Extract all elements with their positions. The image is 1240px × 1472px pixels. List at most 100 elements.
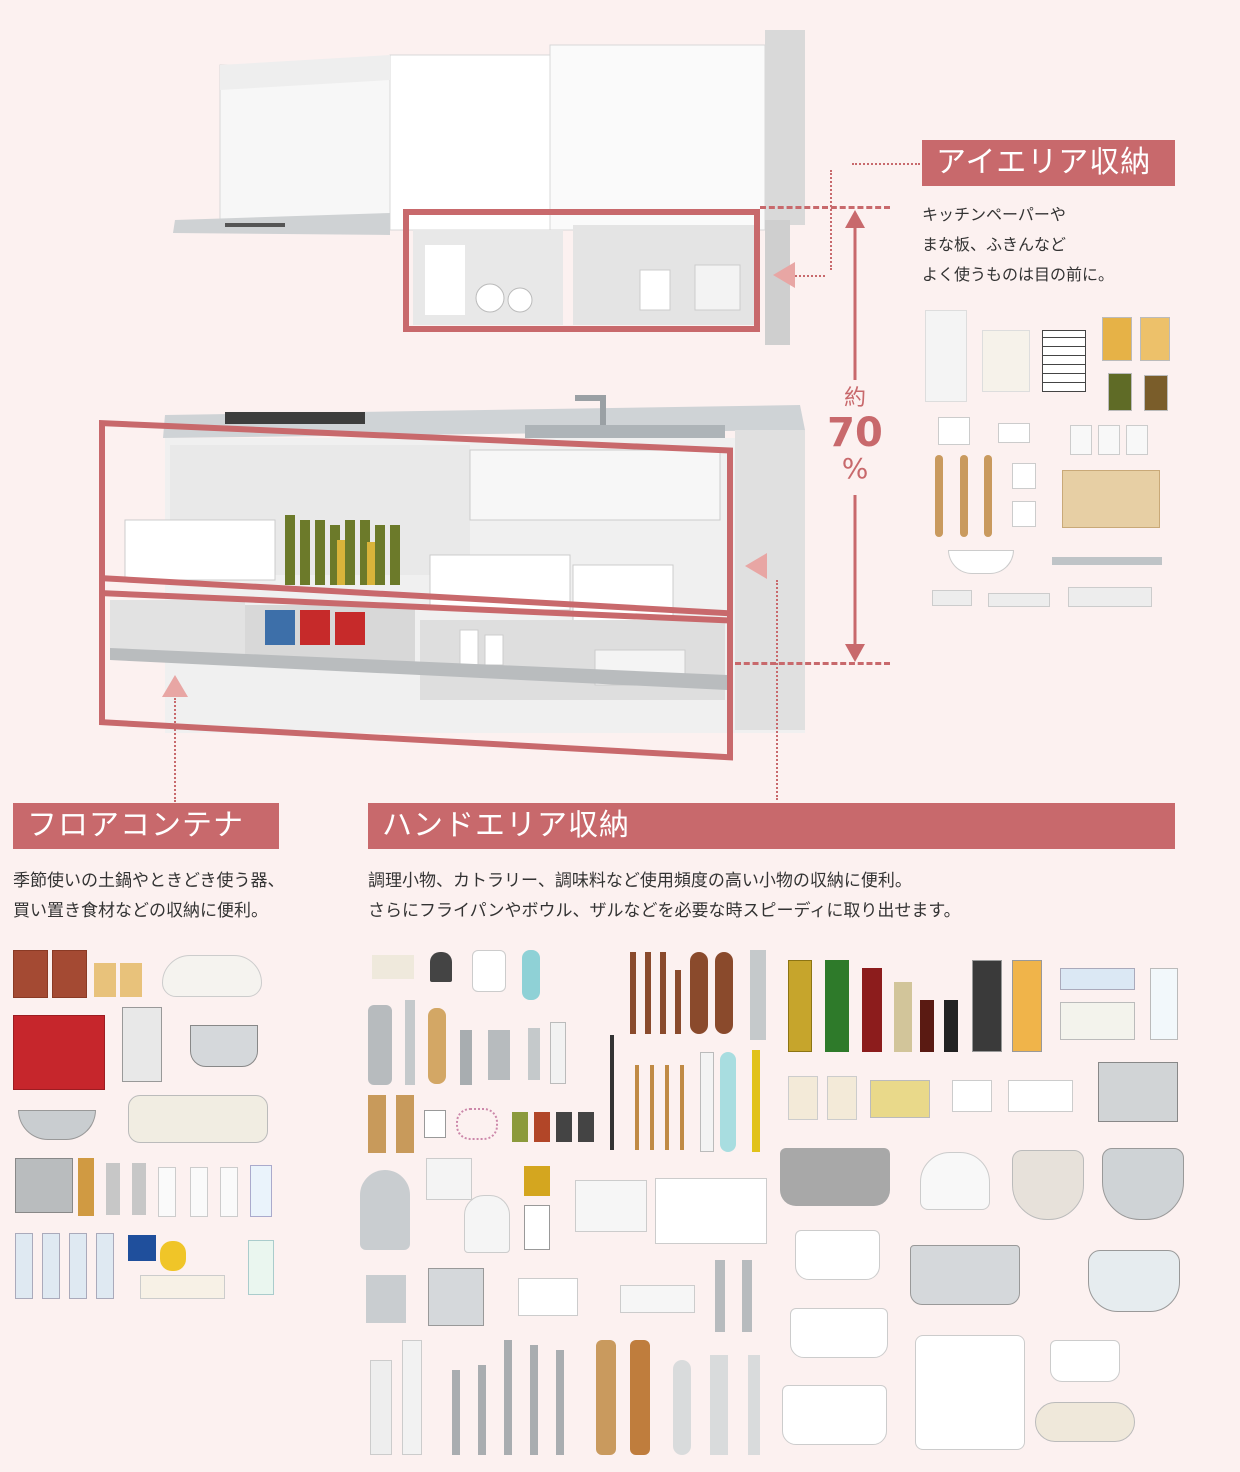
plates (1068, 587, 1152, 607)
fish-turner (710, 1355, 728, 1455)
oven-mitt (464, 1195, 510, 1253)
wooden-spoon (960, 455, 968, 537)
checked-cloth (1042, 330, 1086, 392)
cutlery (645, 952, 651, 1034)
knife (556, 1350, 564, 1455)
detergent-bottle (250, 1165, 272, 1217)
spray-bottle (220, 1167, 238, 1217)
pasta-pack (827, 1076, 857, 1120)
glass (1126, 425, 1148, 455)
canned-food (52, 950, 87, 998)
pasta-pack (788, 1076, 818, 1120)
steel-tray (1098, 1062, 1178, 1122)
wrap-roll (370, 1360, 392, 1455)
gas-stove (15, 1158, 73, 1213)
enamel-pot (790, 1308, 888, 1358)
ladle (715, 1260, 725, 1332)
kitchen-illustration (110, 30, 805, 733)
storage-container (1008, 1080, 1073, 1112)
spice-bottle (578, 1112, 594, 1142)
food-processor (122, 1007, 162, 1082)
eye-area-title: アイエリア収納 (922, 140, 1175, 186)
chopsticks (665, 1065, 669, 1150)
knife (504, 1340, 512, 1455)
chopsticks (610, 1035, 614, 1150)
hand-area-description: 調理小物、カトラリー、調味料など使用頻度の高い小物の収納に便利。 さらにフライパ… (368, 871, 961, 921)
wooden-turner (596, 1340, 616, 1455)
tissue-box (1150, 968, 1178, 1040)
cup (1012, 501, 1036, 527)
tea-tin (524, 1166, 550, 1196)
chopsticks (650, 1065, 654, 1150)
cutting-board (1062, 470, 1160, 528)
double-arrow-icon (845, 210, 865, 662)
cutlery (675, 970, 681, 1034)
jar (1140, 317, 1170, 361)
top-dashed-line (760, 206, 890, 209)
sponge (128, 1235, 156, 1261)
skimmer (748, 1355, 760, 1455)
salad-spinner (1088, 1250, 1180, 1312)
whisk-mini (528, 1028, 540, 1080)
wooden-turner (630, 1340, 650, 1455)
jar (1144, 375, 1168, 411)
pepper-mill (396, 1095, 414, 1153)
plates (988, 593, 1050, 607)
scissors (368, 1005, 392, 1085)
percentage-prefix: 約 (843, 386, 866, 411)
chopsticks (680, 1065, 684, 1150)
eye-area-items (920, 305, 1180, 615)
slotted-turner (750, 950, 766, 1040)
water-bottle (69, 1233, 87, 1299)
wrap-box (1060, 968, 1135, 990)
wooden-spatula (428, 1008, 446, 1084)
jar (1102, 317, 1132, 361)
hand-area-title: ハンドエリア収納 (368, 803, 1175, 849)
arrow-left-icon (773, 262, 795, 288)
silicone-spatula (720, 1052, 736, 1152)
frying-pan (1035, 1402, 1135, 1442)
glass (1070, 425, 1092, 455)
storage-container (952, 1080, 992, 1112)
paper-towel (925, 310, 967, 402)
percentage-number: 70 (827, 410, 883, 456)
beer-case (13, 1015, 105, 1090)
colander (948, 550, 1014, 574)
milk-frother (550, 1022, 566, 1084)
ladle (460, 1030, 472, 1085)
canned-food (13, 950, 48, 998)
knife (530, 1345, 538, 1455)
tongs (405, 1000, 415, 1085)
eye-area-leader-v (830, 170, 832, 270)
cast-iron-pot (780, 1148, 890, 1206)
sauce-bottle (894, 982, 912, 1052)
measuring-jug (518, 1278, 578, 1316)
gas-canister (132, 1163, 146, 1215)
container (938, 417, 970, 445)
utensil-organizer (575, 1180, 647, 1232)
brush (160, 1241, 186, 1271)
paper-box (1060, 1002, 1135, 1040)
dish-cloth (982, 330, 1030, 392)
wooden-spoon (935, 455, 943, 537)
slicer (620, 1285, 695, 1313)
wrap-roll (402, 1340, 422, 1455)
floor-container-description: 季節使いの土鍋やときどき使う器、 買い置き食材などの収納に便利。 (13, 871, 285, 921)
sauce-bottle (944, 1000, 958, 1052)
glass (1098, 425, 1120, 455)
lemon-squeezer (430, 952, 452, 982)
oil-bottle (788, 960, 812, 1052)
wooden-spoon (690, 952, 708, 1034)
earthen-pot (162, 955, 262, 997)
pasta-jar (120, 963, 142, 997)
spray-bottle (190, 1167, 208, 1217)
knife (478, 1365, 486, 1455)
steel-pot (18, 1110, 96, 1140)
box (140, 1275, 225, 1299)
kitchen-knife (1052, 557, 1162, 565)
nested-bowls (1012, 1150, 1084, 1220)
gas-canister (106, 1163, 120, 1215)
bottom-dashed-line (735, 662, 890, 665)
ladle (742, 1260, 752, 1332)
refill-pack (248, 1240, 274, 1295)
